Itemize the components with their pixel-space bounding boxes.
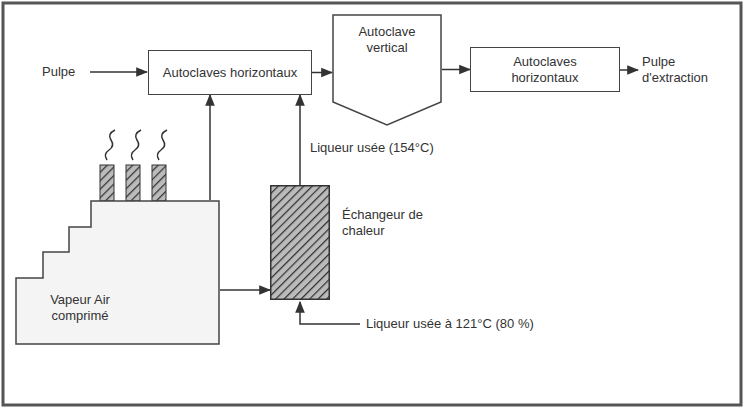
flow-arrow — [220, 289, 270, 291]
flow-label: Liqueur usée à 121°C (80 %) — [364, 316, 568, 332]
flow-arrow — [442, 69, 470, 71]
frame — [3, 3, 741, 405]
inlet-arrow — [300, 302, 360, 324]
flow-label: Pulpe — [40, 64, 90, 80]
node-text: Autoclaves horizontaux — [479, 54, 611, 85]
flow-arrow — [312, 72, 332, 74]
edge-label: Liqueur usée (154°C) — [308, 140, 436, 156]
node-text: Autoclaves horizontaux — [163, 65, 297, 81]
chimneys — [100, 130, 167, 201]
node-text: Échangeur de chaleur — [342, 207, 432, 238]
building-outline — [15, 200, 220, 345]
process-box: Autoclaves horizontaux — [470, 47, 620, 92]
heat-exchanger: Échangeur de chaleur — [270, 185, 330, 300]
flow-arrow — [299, 95, 301, 185]
utility-building: Vapeur Air comprimé — [15, 200, 220, 345]
node-text: Autoclave vertical — [338, 24, 436, 55]
flow-label: Pulpe d'extraction — [640, 54, 736, 85]
input-arrow — [86, 71, 147, 73]
vessel-shape: Autoclave vertical — [332, 14, 442, 126]
flow-arrow — [209, 95, 211, 200]
node-text: Vapeur Air comprimé — [21, 292, 139, 323]
process-box: Autoclaves horizontaux — [148, 50, 312, 95]
output-arrow — [620, 69, 638, 71]
exchanger-body — [270, 185, 330, 300]
